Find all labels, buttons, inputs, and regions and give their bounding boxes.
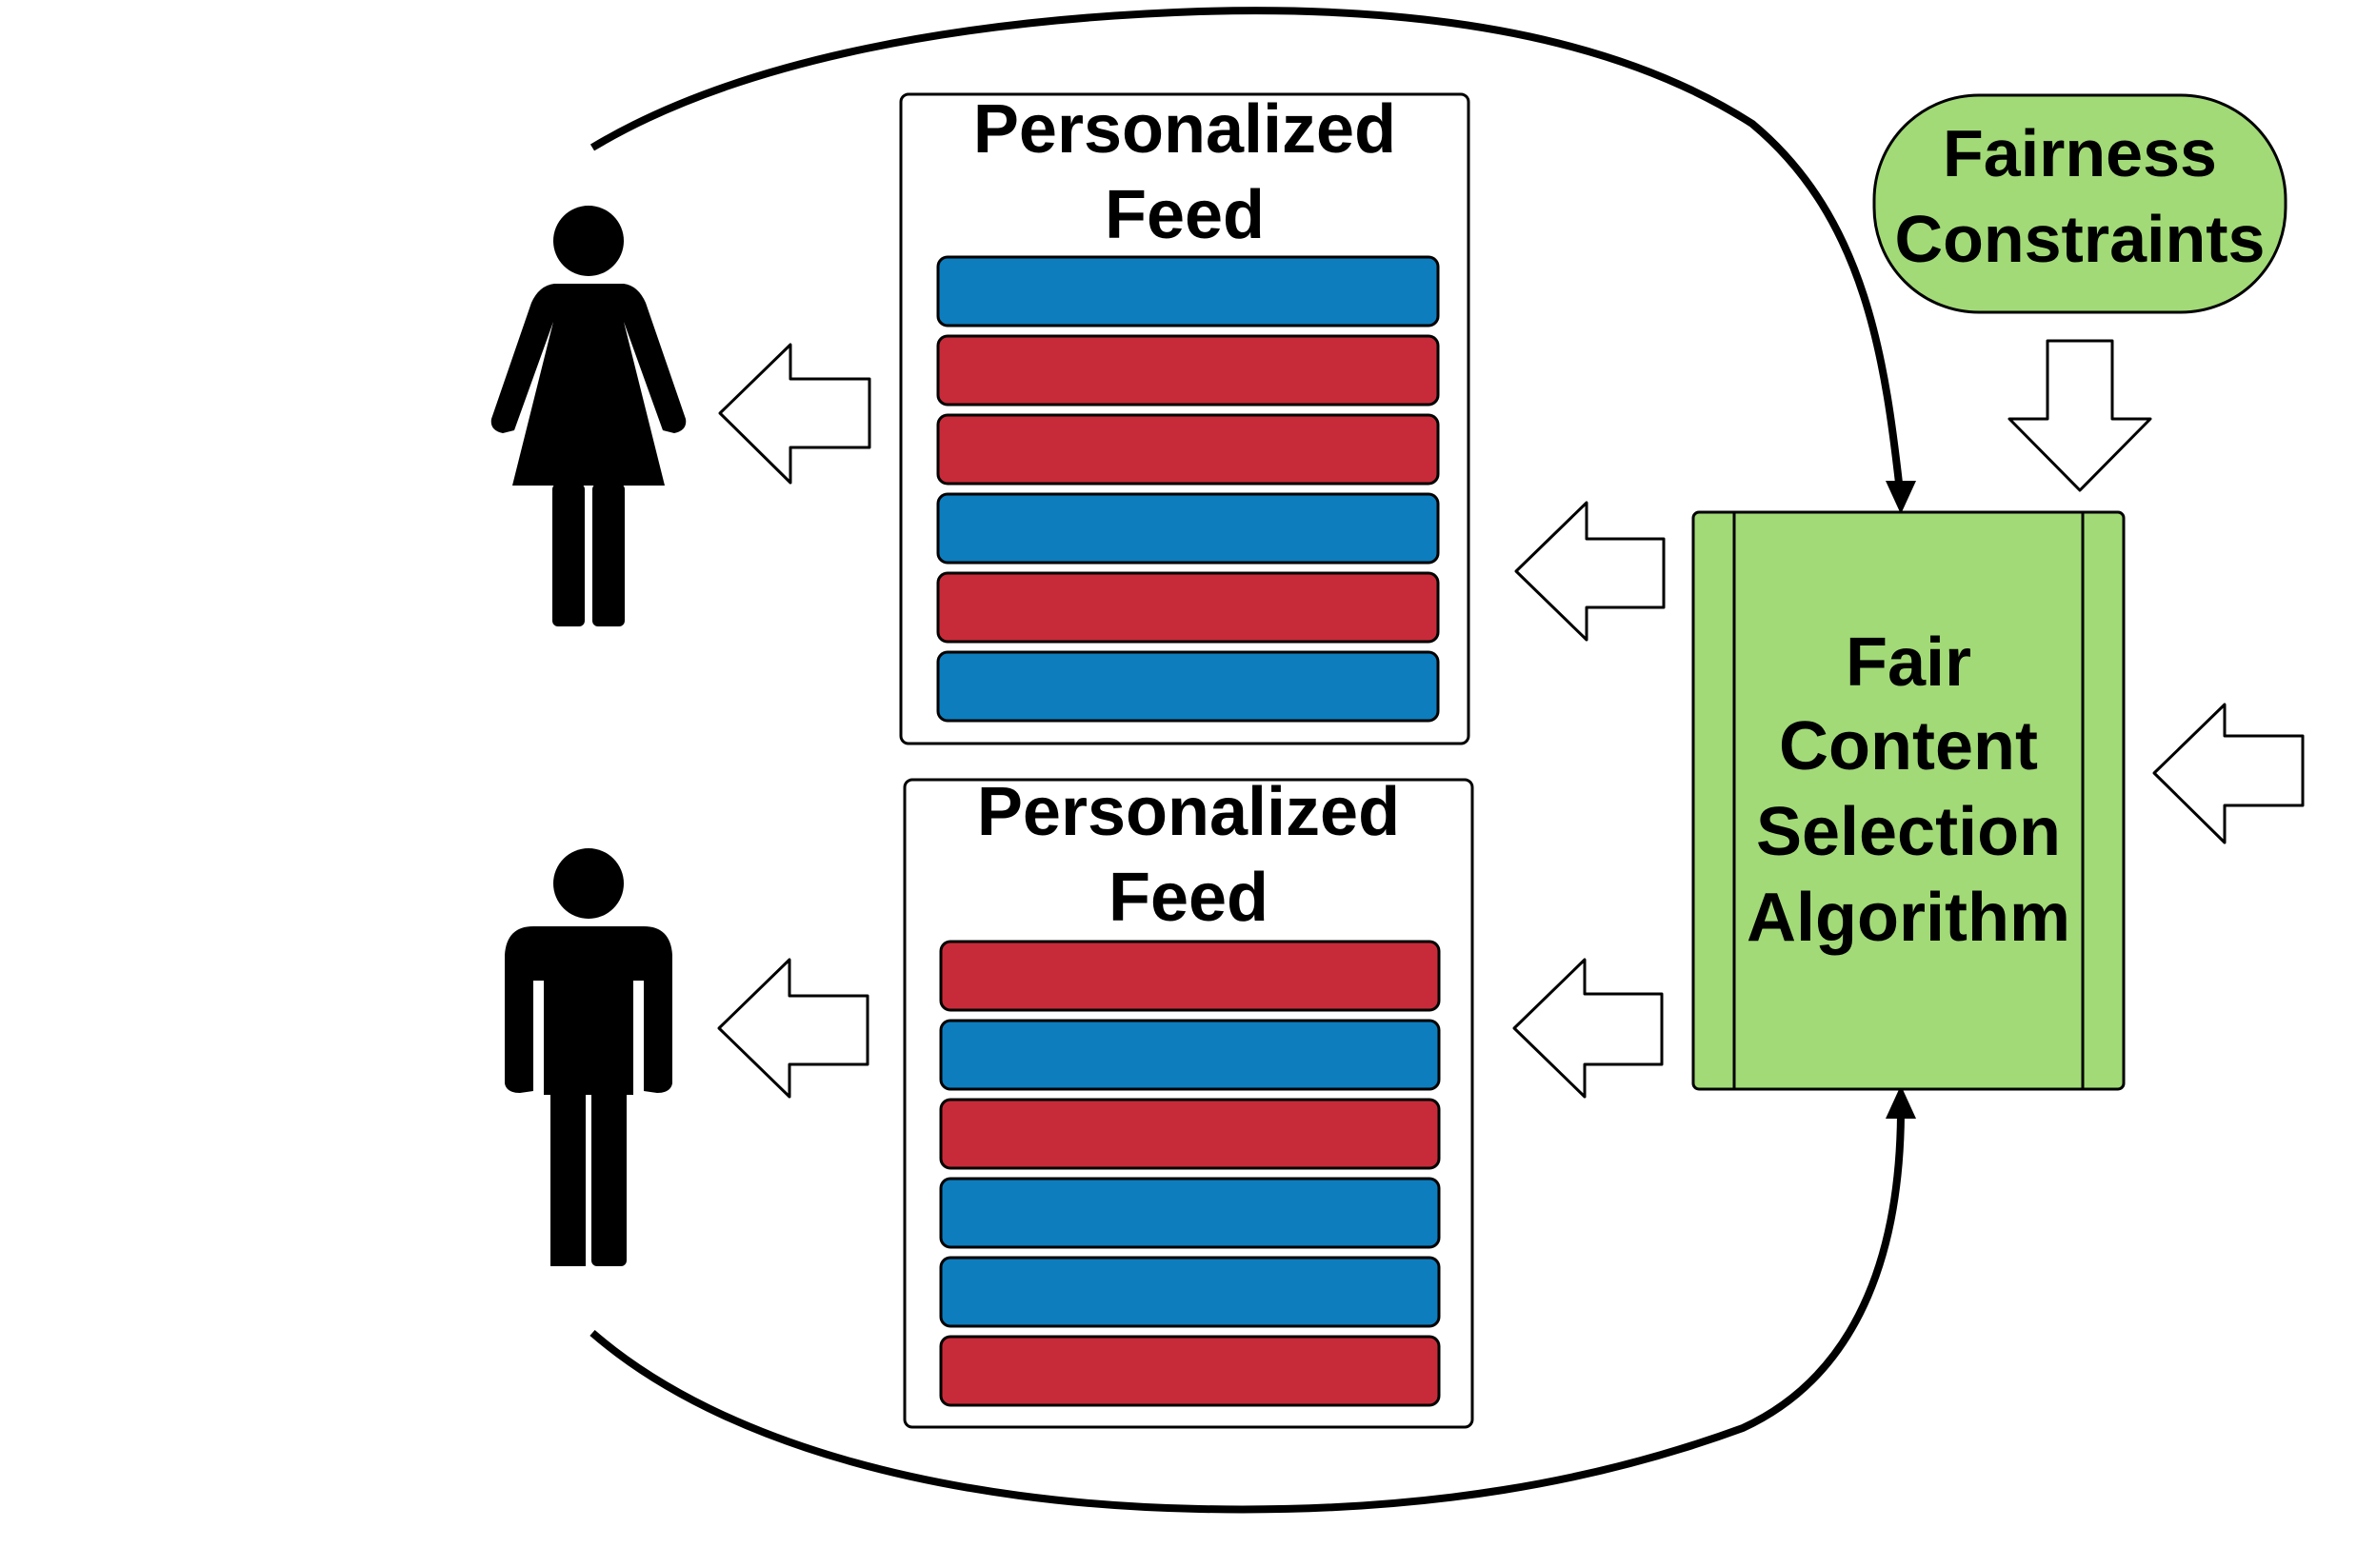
personalized-feed-1: Personalized Feed: [899, 91, 1470, 745]
feed-item-blue: [936, 650, 1440, 723]
feed-item-red: [939, 1335, 1441, 1407]
feedback-loop-top: [589, 7, 1905, 501]
feedback-loop-bottom: [589, 1113, 1905, 1514]
constraints-line1: Fairness: [1943, 116, 2217, 190]
feed-item-blue: [939, 1177, 1441, 1249]
woman-icon: [490, 206, 687, 626]
personalized-feed-2: Personalized Feed: [903, 774, 1474, 1429]
feed-title-line1: Personalized: [977, 774, 1400, 850]
arrow-left-icon: [1514, 501, 1666, 642]
fair-content-selection-algorithm-node: Fair Content Selection Algorithm: [1691, 510, 2126, 1091]
man-icon: [505, 848, 672, 1266]
constraints-pill: [1872, 93, 2287, 314]
feed-item-blue: [936, 255, 1440, 327]
arrow-left-icon: [717, 958, 869, 1099]
algorithm-line2: Content: [1779, 708, 2038, 784]
algorithm-line1: Fair: [1846, 625, 1971, 701]
feed-item-red: [939, 940, 1441, 1012]
arrow-left-icon: [2152, 703, 2305, 844]
fairness-constraints-node: Fairness Constraints: [1872, 93, 2287, 314]
feed-title-line2: Feed: [1105, 177, 1265, 253]
feed-item-red: [936, 413, 1440, 486]
algorithm-line3: Selection: [1756, 794, 2061, 870]
algorithm-line4: Algorithm: [1747, 880, 2070, 956]
feed-item-red: [936, 571, 1440, 644]
feed-item-blue: [939, 1256, 1441, 1328]
feed-item-blue: [936, 492, 1440, 565]
feed-item-red: [936, 334, 1440, 407]
constraints-line2: Constraints: [1895, 202, 2266, 276]
arrow-left-icon: [718, 343, 871, 485]
arrow-down-icon: [2007, 339, 2152, 492]
feed-item-red: [939, 1098, 1441, 1170]
arrow-left-icon: [1512, 958, 1664, 1099]
feed-item-blue: [939, 1019, 1441, 1091]
feed-title-line2: Feed: [1109, 860, 1268, 936]
feedback-loop-bottom-arrowhead: [1886, 1085, 1916, 1119]
feedback-loop-top-arrowhead: [1886, 481, 1916, 514]
algorithm-box: [1691, 510, 2126, 1091]
feed-title-line1: Personalized: [973, 91, 1396, 168]
